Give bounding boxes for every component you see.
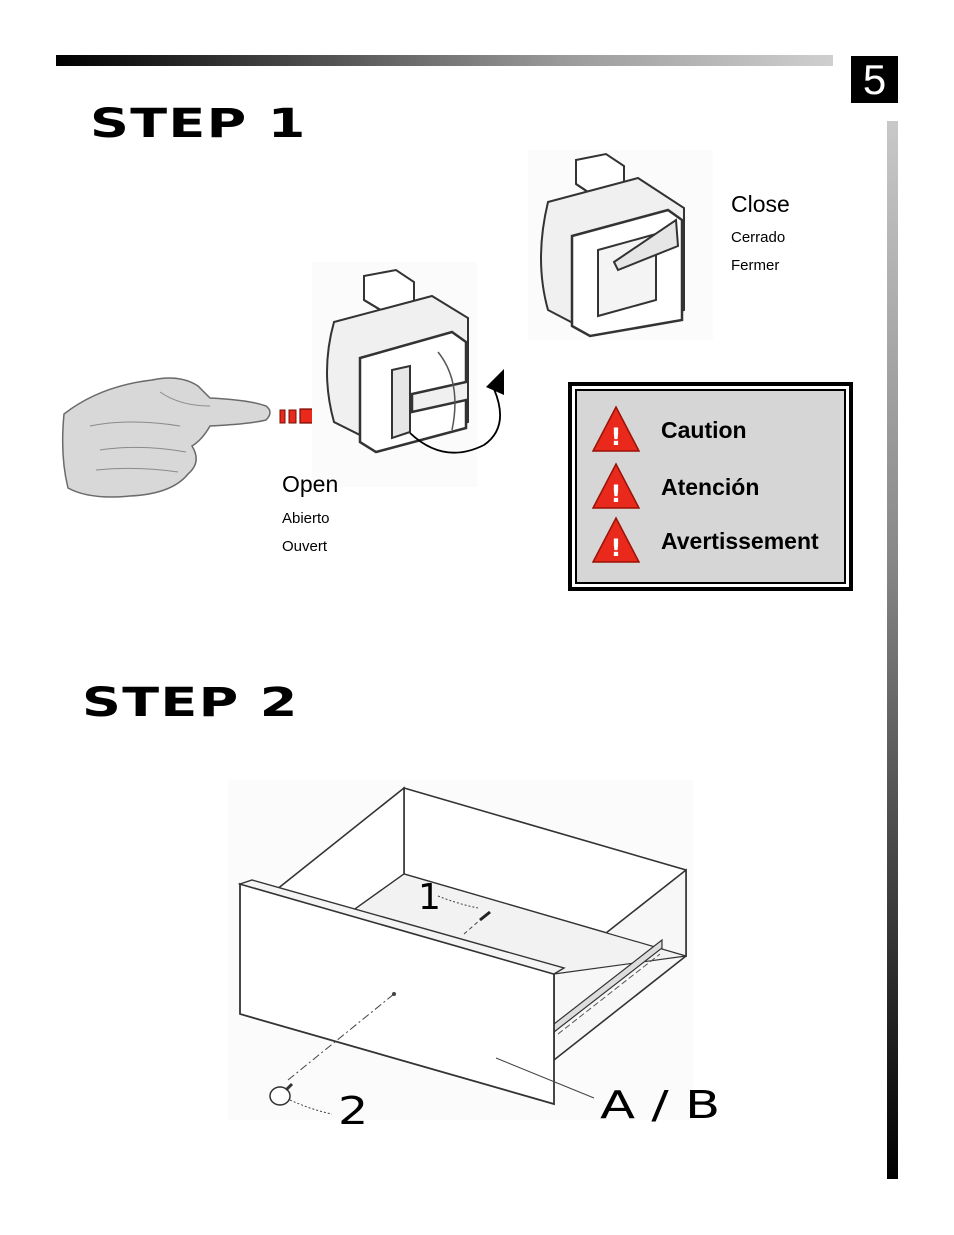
atencion-row: ! Atención [591, 461, 851, 511]
open-label: Open [282, 471, 339, 497]
top-rule [56, 55, 833, 66]
drawer-label: A / B [600, 1083, 721, 1127]
warning-triangle-icon: ! [591, 516, 641, 563]
warning-triangle-icon: ! [591, 405, 641, 452]
warning-glyph: ! [611, 480, 622, 508]
open-label-fr: Ouvert [282, 538, 328, 555]
step1-title: STEP 1 [90, 101, 307, 147]
caution-box: ! Caution ! Atención ! Avertissement [568, 382, 853, 591]
hand-pointing-illustration [60, 366, 275, 501]
part-2-label: 2 [338, 1089, 369, 1133]
avertissement-row: ! Avertissement [591, 515, 851, 565]
drawer-illustration [228, 780, 693, 1120]
step2-title: STEP 2 [82, 680, 299, 726]
rotation-arrow [409, 369, 504, 454]
closed-clip-illustration [528, 150, 713, 340]
warning-glyph: ! [611, 534, 622, 562]
caution-row: ! Caution [591, 404, 851, 454]
page-number: 5 [851, 56, 898, 103]
side-rule [887, 121, 898, 1179]
part-1-label: 1 [418, 877, 441, 918]
open-label-es: Abierto [282, 510, 330, 527]
caution-text-es: Atención [661, 474, 760, 500]
caution-panel: ! Caution ! Atención ! Avertissement [575, 389, 846, 584]
open-clip-illustration [312, 262, 477, 487]
close-label: Close [731, 191, 790, 217]
warning-glyph: ! [611, 423, 622, 451]
close-label-fr: Fermer [731, 257, 780, 274]
warning-triangle-icon: ! [591, 462, 641, 509]
caution-text-fr: Avertissement [661, 528, 819, 554]
close-label-es: Cerrado [731, 229, 786, 246]
caution-text-en: Caution [661, 417, 747, 443]
